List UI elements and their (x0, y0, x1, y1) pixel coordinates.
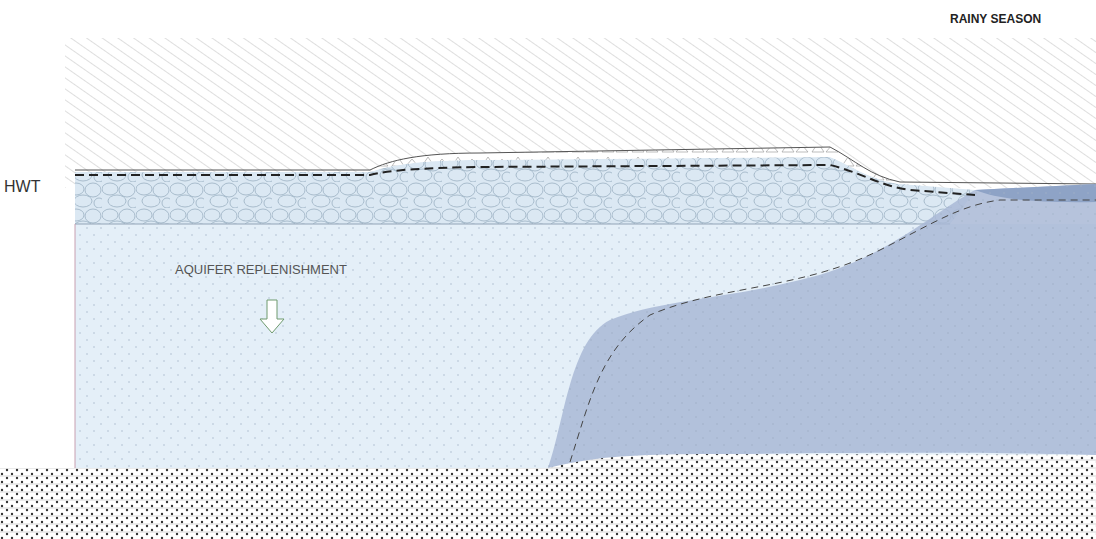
region-label: AQUIFER REPLENISHMENT (175, 262, 347, 277)
water-table-label: HWT (4, 178, 40, 196)
wedge-dots (548, 184, 1096, 468)
interface-dashed (570, 200, 1096, 462)
saline-wedge (548, 184, 1096, 468)
gravel-base (75, 224, 950, 225)
season-title: RAINY SEASON (950, 12, 1041, 26)
topsoil (370, 147, 980, 184)
gravel-pebbles (75, 157, 975, 224)
section-edge (75, 224, 76, 468)
sand-bed (0, 454, 1096, 539)
flow-arrow (260, 300, 284, 333)
water-table (75, 165, 975, 195)
gravel-layer (75, 157, 975, 224)
